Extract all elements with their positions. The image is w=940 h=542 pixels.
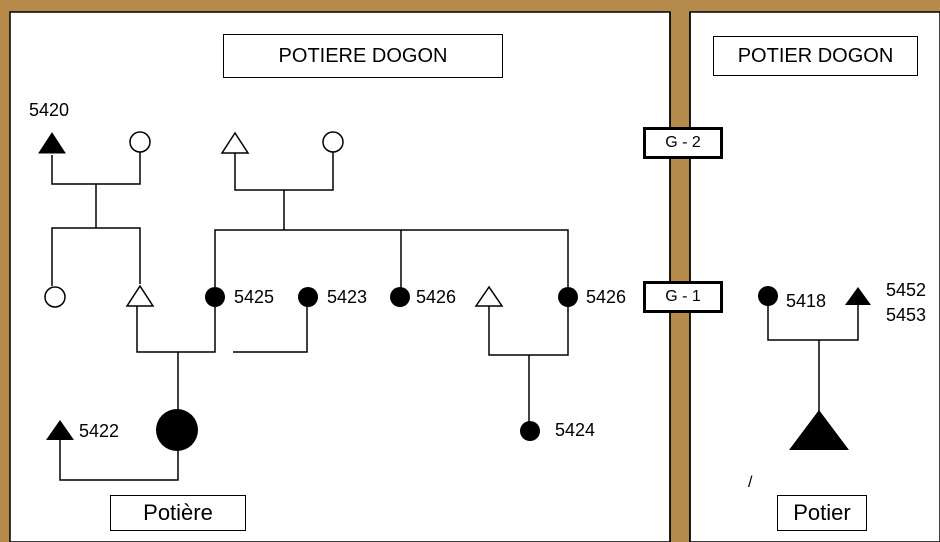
label-5424: 5424 [555,420,595,441]
female-filled-5425 [205,287,225,307]
label-5425: 5425 [234,287,274,308]
label-5423: 5423 [327,287,367,308]
label-5422: 5422 [79,421,119,442]
left-panel-title: POTIERE DOGON [223,34,503,78]
stray-mark: / [748,474,752,492]
female-filled-5426a [390,287,410,307]
right-panel-caption: Potier [777,495,867,531]
right-panel-title: POTIER DOGON [713,36,918,76]
label-5420: 5420 [29,100,69,121]
label-5453: 5453 [886,305,926,326]
label-5452: 5452 [886,280,926,301]
left-panel-caption: Potière [110,495,246,531]
female-open-g2-b [323,132,343,152]
generation-marker-g2: G - 2 [643,127,723,159]
left-panel [10,12,670,542]
female-filled-5418 [758,286,778,306]
label-5426b: 5426 [586,287,626,308]
female-filled-5424 [520,421,540,441]
female-filled-5426b [558,287,578,307]
potiere-large-circle [156,409,198,451]
right-panel [690,12,940,542]
female-filled-5423 [298,287,318,307]
female-open-g1 [45,287,65,307]
label-5418: 5418 [786,291,826,312]
label-5426a: 5426 [416,287,456,308]
female-open-g2-a [130,132,150,152]
generation-marker-g1: G - 1 [643,281,723,313]
